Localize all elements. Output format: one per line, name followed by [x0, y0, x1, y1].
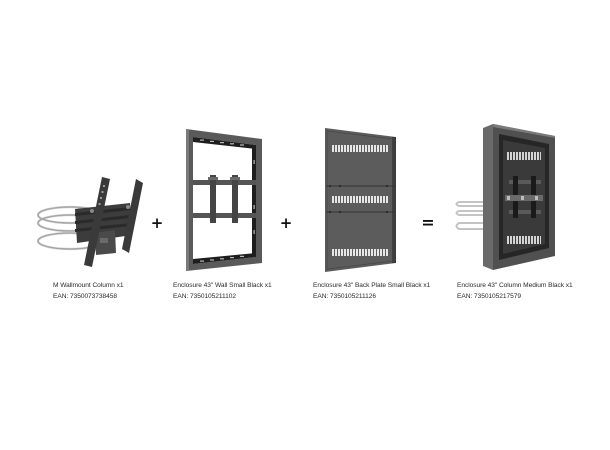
product-ean: EAN: 7350105211102 — [173, 293, 237, 300]
product-name: Enclosure 43" Column Medium Black x1 — [457, 282, 573, 289]
product-enclosure-wall — [180, 125, 275, 275]
product-caption-enclosure-wall: Enclosure 43" Wall Small Black x1 EAN: 7… — [173, 280, 272, 302]
product-back-plate — [320, 125, 400, 275]
plus-operator: + — [150, 214, 164, 232]
enclosure-column-assembled-icon — [455, 124, 555, 270]
product-ean: EAN: 7350073738458 — [53, 293, 117, 300]
product-name: Enclosure 43" Back Plate Small Black x1 — [313, 282, 431, 289]
wallmount-column-bracket-icon — [36, 177, 143, 267]
plus-operator: + — [279, 214, 293, 232]
enclosure-wall-frame-icon — [186, 129, 262, 271]
product-caption-wallmount-column: M Wallmount Column x1 EAN: 7350073738458 — [53, 280, 124, 302]
product-ean: EAN: 7350105217579 — [457, 293, 521, 300]
product-ean: EAN: 7350105211126 — [313, 293, 377, 300]
product-caption-enclosure-column: Enclosure 43" Column Medium Black x1 EAN… — [457, 280, 573, 302]
product-enclosure-column — [455, 120, 560, 275]
equals-operator: = — [421, 213, 435, 232]
product-name: M Wallmount Column x1 — [53, 282, 124, 289]
product-name: Enclosure 43" Wall Small Black x1 — [173, 282, 272, 289]
product-wallmount-column — [30, 175, 150, 270]
enclosure-back-plate-icon — [325, 128, 396, 272]
product-caption-back-plate: Enclosure 43" Back Plate Small Black x1 … — [313, 280, 430, 302]
